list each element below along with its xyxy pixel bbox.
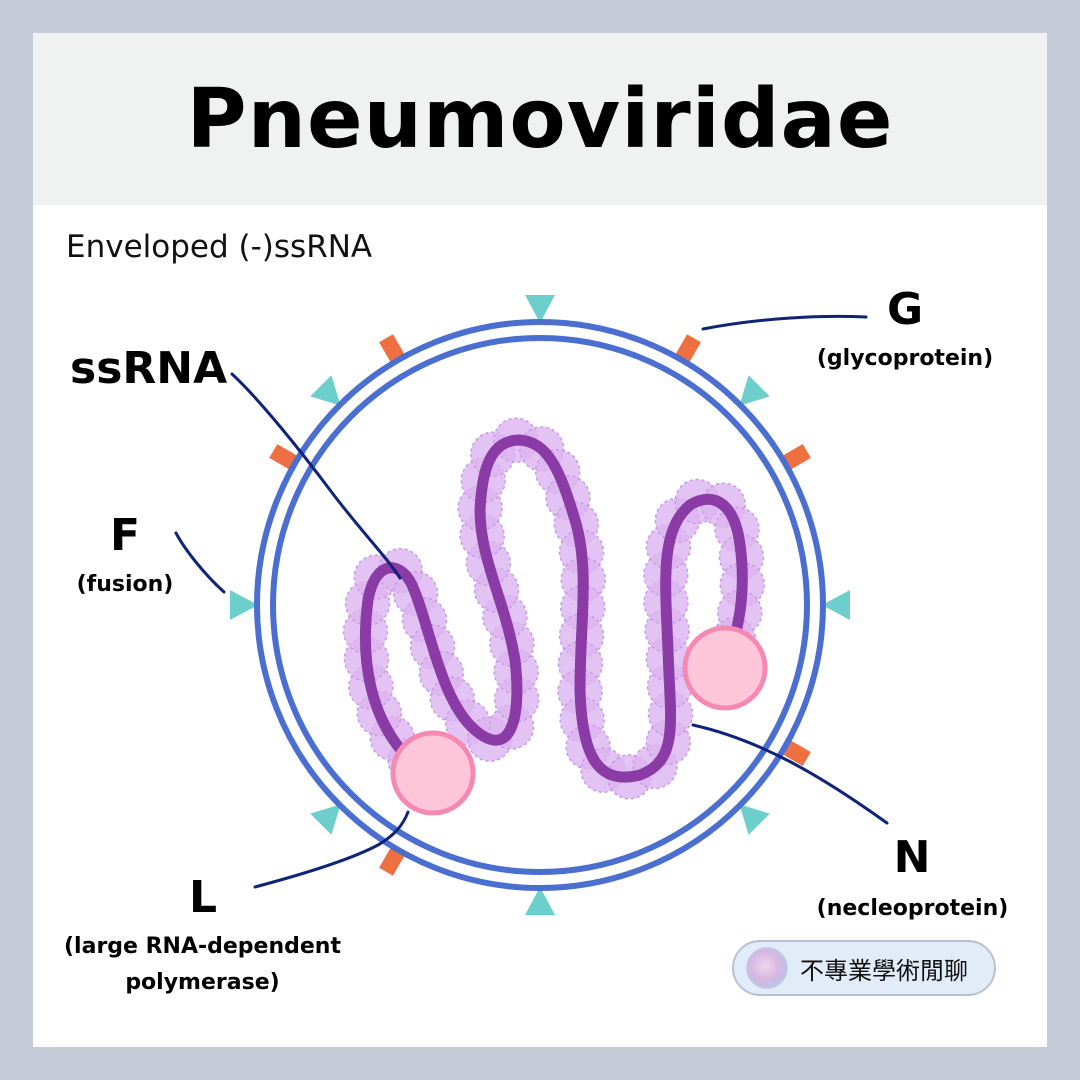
f-description: (fusion) <box>55 568 195 602</box>
f-label: F <box>85 510 165 561</box>
n-description: (necleoprotein) <box>795 892 1030 926</box>
g-description: (glycoprotein) <box>795 342 1015 376</box>
brain-cell-icon <box>746 947 788 989</box>
l-description-line-1: (large RNA-dependent <box>40 930 365 964</box>
polymerase-l-complex <box>393 733 473 813</box>
polymerase-l-complex <box>685 628 765 708</box>
channel-badge[interactable]: 不專業學術閒聊 <box>732 940 996 996</box>
l-label: L <box>163 872 243 923</box>
n-label: N <box>872 832 952 883</box>
l-description-line-2: polymerase) <box>40 966 365 1000</box>
g-leader-line <box>703 316 866 329</box>
f-fusion-protein-spike <box>822 590 850 620</box>
ssrna-label: ssRNA <box>70 343 220 394</box>
f-fusion-protein-spike <box>525 887 555 915</box>
g-label: G <box>865 284 945 335</box>
f-fusion-protein-spike <box>230 590 258 620</box>
channel-name: 不專業學術閒聊 <box>800 951 968 986</box>
f-fusion-protein-spike <box>525 295 555 323</box>
